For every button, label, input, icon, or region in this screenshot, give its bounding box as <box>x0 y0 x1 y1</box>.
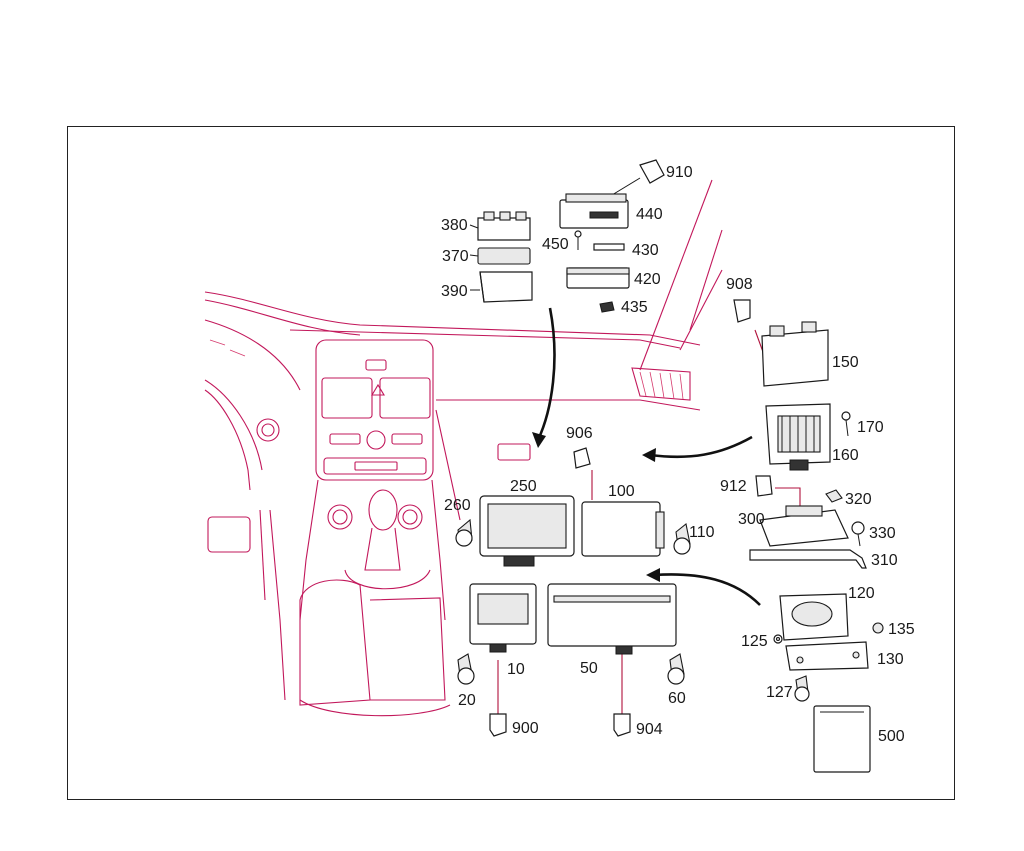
callout-330: 330 <box>869 525 896 542</box>
callout-250: 250 <box>510 478 537 495</box>
part-430-strip[interactable] <box>593 243 625 251</box>
part-170-screw[interactable] <box>841 411 851 437</box>
dashboard-outline <box>204 179 723 717</box>
callout-125: 125 <box>741 633 768 650</box>
callout-260: 260 <box>444 497 471 514</box>
part-500-unit[interactable] <box>813 705 871 773</box>
callout-120: 120 <box>848 585 875 602</box>
part-420-cover[interactable] <box>566 267 630 289</box>
part-130-bracket[interactable] <box>785 641 869 671</box>
callout-370: 370 <box>442 248 469 265</box>
callout-60: 60 <box>668 690 686 707</box>
part-390-tray[interactable] <box>470 271 533 303</box>
part-370-bezel[interactable] <box>469 247 531 265</box>
callout-150: 150 <box>832 354 859 371</box>
part-125-washer[interactable] <box>773 634 783 644</box>
part-120-module[interactable] <box>779 593 849 641</box>
callout-900: 900 <box>512 720 539 737</box>
part-900-connector-tag[interactable] <box>489 713 507 737</box>
assembly-arrows <box>532 307 761 606</box>
part-160-fuse-box[interactable] <box>765 403 831 471</box>
callout-10: 10 <box>507 661 525 678</box>
part-110-screw[interactable] <box>673 523 691 555</box>
part-906-connector-tag[interactable] <box>573 447 591 469</box>
callout-450: 450 <box>542 236 569 253</box>
callout-904: 904 <box>636 721 663 738</box>
part-300-bracket[interactable] <box>759 505 849 547</box>
callout-110: 110 <box>689 524 715 541</box>
part-435-small-part[interactable] <box>599 301 615 313</box>
part-50-module[interactable] <box>547 583 677 655</box>
callout-440: 440 <box>636 206 663 223</box>
part-20-screw[interactable] <box>457 653 475 685</box>
callout-912: 912 <box>720 478 747 495</box>
callout-160: 160 <box>832 447 859 464</box>
part-310-rail[interactable] <box>749 549 867 569</box>
callout-127: 127 <box>766 684 793 701</box>
callout-50: 50 <box>580 660 598 677</box>
part-912-connector-tag[interactable] <box>755 475 773 497</box>
part-450-screw[interactable] <box>574 230 582 250</box>
callout-500: 500 <box>878 728 905 745</box>
part-380-clip[interactable] <box>469 211 531 241</box>
part-910-connector-tag[interactable] <box>611 159 665 196</box>
part-440-radio-unit[interactable] <box>559 193 629 229</box>
callout-310: 310 <box>871 552 898 569</box>
callout-420: 420 <box>634 271 661 288</box>
callout-135: 135 <box>888 621 915 638</box>
part-250-control-unit[interactable] <box>479 495 575 567</box>
part-10-control-unit[interactable] <box>469 583 537 653</box>
callout-910: 910 <box>666 164 693 181</box>
callout-130: 130 <box>877 651 904 668</box>
arrow-head-1 <box>532 432 546 448</box>
callout-380: 380 <box>441 217 468 234</box>
part-330-screw[interactable] <box>851 521 865 547</box>
part-908-connector-tag[interactable] <box>733 299 751 323</box>
part-60-screw[interactable] <box>667 653 685 685</box>
callout-430: 430 <box>632 242 659 259</box>
callout-labels: 910 440 380 450 430 370 420 390 435 908 … <box>441 164 915 745</box>
callout-20: 20 <box>458 692 476 709</box>
part-127-screw[interactable] <box>794 675 810 702</box>
diagram-frame <box>67 126 955 800</box>
part-100-module[interactable] <box>581 501 665 557</box>
part-320-nut[interactable] <box>825 489 843 503</box>
callout-390: 390 <box>441 283 468 300</box>
callout-170: 170 <box>857 419 884 436</box>
callout-908: 908 <box>726 276 753 293</box>
arrow-head-2 <box>642 448 656 462</box>
callout-320: 320 <box>845 491 872 508</box>
part-150-module[interactable] <box>761 321 829 387</box>
callout-435: 435 <box>621 299 648 316</box>
arrow-head-3 <box>646 568 660 582</box>
callout-906: 906 <box>566 425 593 442</box>
callout-100: 100 <box>608 483 635 500</box>
callout-300: 300 <box>738 511 765 528</box>
part-260-screw[interactable] <box>455 518 473 547</box>
part-135-nut[interactable] <box>872 622 884 634</box>
part-904-connector-tag[interactable] <box>613 713 631 737</box>
